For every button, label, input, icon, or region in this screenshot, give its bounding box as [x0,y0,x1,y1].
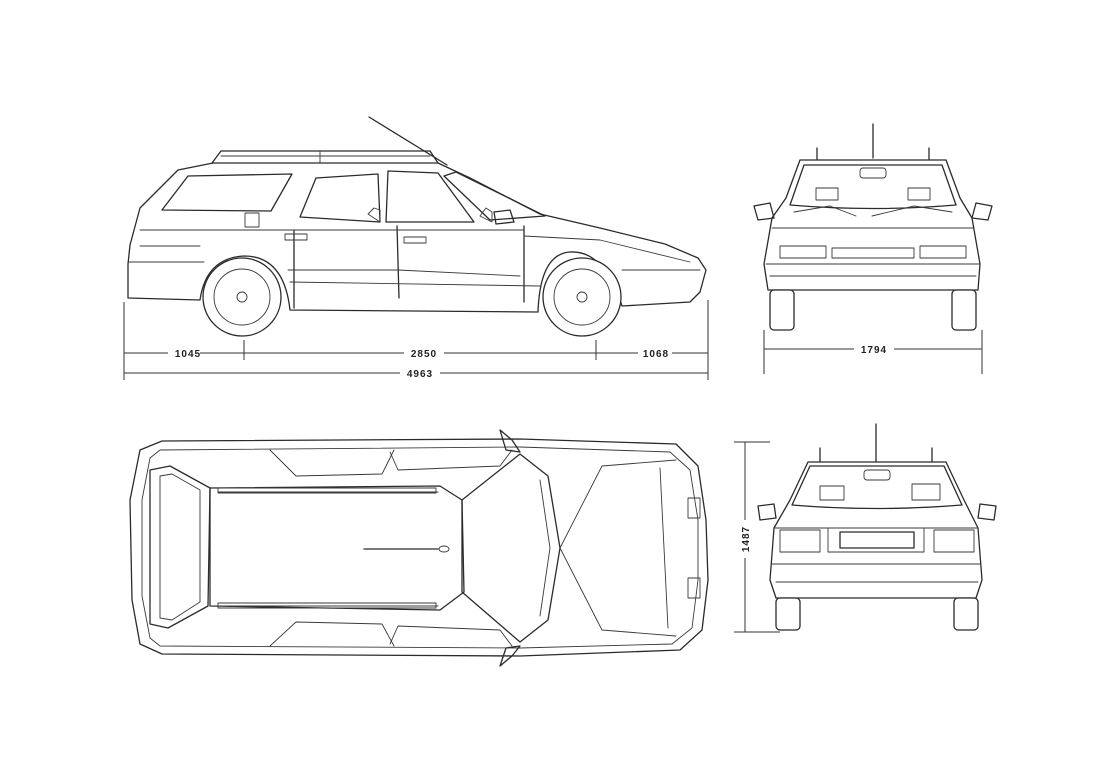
wheelbase-label: 2850 [411,349,437,360]
rear-window-top [149,465,211,629]
roof-rail [211,150,439,164]
windscreen [443,171,546,221]
front-right-tyre [951,289,977,331]
right-mirror [971,202,993,221]
height-dimension: 1487 [734,441,780,633]
rear-left-mirror [757,503,777,521]
top-view [129,429,709,667]
rear-door-window [299,173,381,223]
car-body-side [127,162,707,313]
overall-height-label: 1487 [741,526,752,552]
rear-quarter-window [161,173,293,212]
rear-wheel [202,257,282,337]
front-wheel [542,257,622,337]
car-body-top [129,438,709,657]
front-windscreen [789,164,957,210]
car-body-rear [769,461,983,599]
rear-left-tyre [775,597,801,631]
front-door-window [385,170,475,223]
front-view [753,123,993,331]
top-mirror-right [499,645,521,667]
overall-length-label: 4963 [407,369,433,380]
left-mirror [753,202,775,221]
windscreen-top [461,453,561,643]
roof-panel [209,485,465,611]
top-mirror-left [499,429,521,453]
length-dimensions: 1045 2850 1068 4963 [123,300,709,380]
rear-view [757,423,997,631]
rear-window [791,465,963,510]
number-plate [839,531,915,549]
overall-width-label: 1794 [861,345,887,356]
door-mirror [493,209,515,225]
rear-overhang-label: 1068 [643,349,669,360]
width-dimension: 1794 [763,330,983,374]
side-view [127,116,707,337]
front-left-tyre [769,289,795,331]
front-overhang-label: 1045 [175,349,201,360]
rear-right-mirror [977,503,997,521]
rear-right-tyre [953,597,979,631]
